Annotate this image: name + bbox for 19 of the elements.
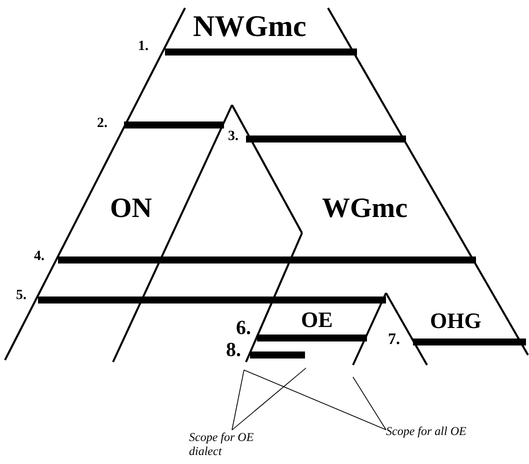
leader-line	[352, 376, 386, 430]
leader-line	[244, 370, 386, 430]
callout-number: 3.	[228, 130, 238, 144]
leader-line	[232, 370, 244, 430]
callout-number: 2.	[97, 117, 108, 131]
language-label: OE	[301, 309, 333, 331]
language-label: NWGmc	[193, 12, 306, 42]
scope-note: Scope for all OE	[386, 424, 506, 438]
callout-number: 8.	[226, 340, 241, 360]
language-label: OHG	[430, 310, 482, 332]
callout-number: 7.	[388, 332, 400, 348]
language-label: ON	[110, 195, 152, 223]
callout-number: 6.	[236, 318, 251, 338]
callout-number: 5.	[16, 289, 26, 303]
language-label: WGmc	[322, 195, 408, 223]
callout-number: 1.	[138, 40, 148, 54]
leader-line	[232, 368, 306, 430]
callout-number: 4.	[34, 250, 44, 264]
scope-note: Scope for OE dialect	[189, 430, 289, 459]
